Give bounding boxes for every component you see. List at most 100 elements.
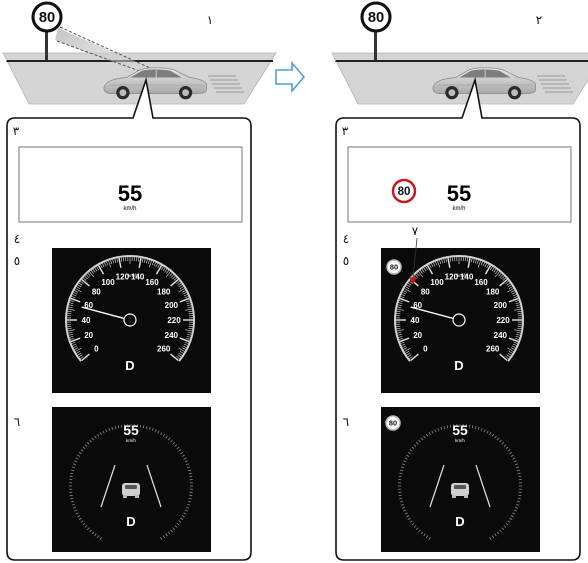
lane-right — [475, 464, 491, 508]
speed-limit-marker — [409, 277, 418, 285]
assist-ring-dot — [99, 536, 102, 540]
assist-ring-dot — [471, 425, 474, 429]
dial-tick — [396, 327, 401, 330]
assist-ring-dot — [404, 512, 408, 515]
dial-unit: km/h — [457, 273, 467, 278]
assist-ring-dot — [400, 500, 404, 503]
assist-ring-dot — [102, 430, 105, 434]
panel-number: ٢ — [536, 13, 542, 27]
dial-hub — [123, 313, 137, 327]
assist-ring-dot — [148, 426, 151, 431]
car-rear-icon — [451, 483, 469, 498]
assist-ring-dot — [501, 441, 505, 445]
cluster-speed-limit-sign-ring — [386, 259, 402, 275]
assist-ring-dot — [428, 536, 431, 540]
dial-tick — [188, 327, 193, 330]
assist-ring-dot — [411, 522, 415, 526]
assist-ring-dot — [404, 457, 408, 460]
dial-tick — [80, 356, 84, 360]
dial-tick — [482, 262, 485, 267]
dial-tick — [147, 259, 150, 264]
assist-ring-dot — [165, 533, 168, 537]
assist-ring-dot — [82, 446, 86, 450]
dial-tick — [187, 306, 192, 309]
callout-label: ٣ — [342, 124, 349, 138]
assist-ring-dot — [517, 497, 521, 500]
speed-limit-sign: 80 — [31, 1, 63, 33]
dial-tick-label: 160 — [474, 278, 488, 287]
dial-tick — [89, 271, 95, 278]
assist-ring-dot — [513, 460, 517, 463]
dial-tick — [493, 268, 497, 273]
assist-ring-dot — [418, 529, 421, 533]
assist-ring-dot — [186, 466, 191, 469]
assist-ring-dot — [494, 435, 497, 439]
assist-ring-dot — [167, 531, 171, 535]
dial-tick — [185, 308, 193, 311]
dial-tick — [78, 282, 83, 286]
dial-tick — [76, 286, 81, 289]
assist-ring-dot — [188, 497, 192, 500]
car-rear-wheel — [123, 495, 127, 498]
dial-tick-label: 40 — [82, 316, 91, 325]
cluster-label-7: ٧ — [412, 224, 419, 238]
assist-ring-dot — [186, 503, 191, 506]
assist-ring-dot — [142, 425, 145, 429]
dial-tick — [400, 296, 405, 299]
dial-tick — [407, 354, 412, 358]
assist-ring-dot — [111, 426, 114, 431]
dial-tick — [445, 258, 448, 263]
assist-ring-dot — [84, 444, 88, 447]
dial-tick — [155, 263, 158, 268]
car-hub — [511, 89, 519, 97]
dial-tick — [165, 271, 171, 278]
dial-tick — [188, 310, 193, 313]
hud-box — [347, 146, 572, 223]
dial-tick — [110, 259, 113, 264]
dial-tick — [76, 351, 81, 354]
assist-ring-dot — [516, 469, 520, 472]
assist-ring-dot — [183, 512, 187, 515]
assist-unit: km/h — [126, 438, 136, 443]
dial-tick-label: 160 — [145, 278, 159, 287]
assist-ring-dot — [80, 449, 84, 452]
assist-ring-dot — [185, 506, 190, 509]
assist-ring-dot — [160, 536, 163, 540]
dial-tick — [116, 258, 119, 263]
dial-tick — [169, 272, 173, 277]
dial-tick-label: 0 — [423, 344, 428, 353]
hud-unit: km/h — [452, 206, 465, 212]
dial-tick — [402, 292, 407, 295]
assist-ring-dot — [178, 520, 182, 523]
cluster-label-4: ٤ — [14, 232, 20, 246]
dial-tick — [77, 352, 82, 356]
assist-ring-dot — [505, 522, 509, 526]
dial-tick-label: 240 — [165, 331, 179, 340]
dial-tick — [141, 258, 144, 263]
dial-tick — [419, 270, 423, 274]
assist-ring-dot — [75, 457, 79, 460]
car-rear-body — [122, 483, 140, 496]
assist-ring-dot — [80, 520, 84, 523]
dial-tick-label: 60 — [413, 301, 422, 310]
assist-ring-dot — [77, 515, 81, 518]
assist-ring-dot — [474, 426, 477, 430]
dial-tick — [155, 265, 163, 275]
dial-tick-label: 140 — [131, 273, 145, 282]
dial-tick — [512, 294, 517, 297]
car-body — [103, 67, 207, 94]
dial-tick — [514, 308, 522, 311]
dial-tick-label: 180 — [486, 288, 500, 297]
hud-speed-limit-sign-ring — [391, 178, 417, 204]
dial-tick — [70, 337, 81, 343]
assist-ring-dot — [172, 527, 176, 531]
dial-tick — [510, 347, 515, 350]
dial-tick — [181, 347, 186, 350]
dial-tick — [176, 280, 180, 284]
sign-post — [374, 30, 377, 60]
dial-tick — [164, 268, 168, 273]
dial-tick — [494, 271, 500, 278]
